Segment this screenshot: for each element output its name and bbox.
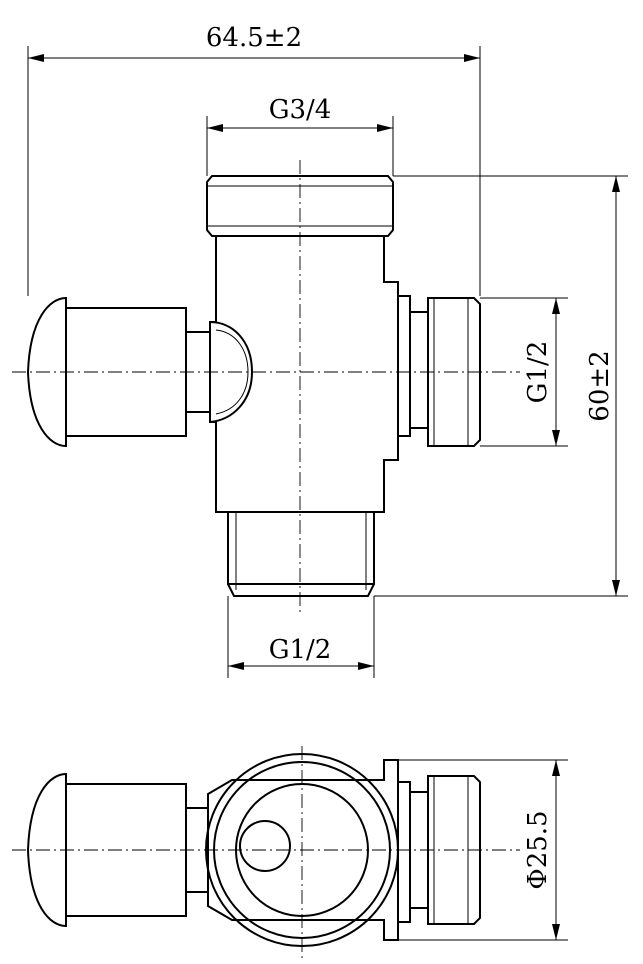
front-view <box>12 160 520 612</box>
bottom-thread-label: G1/2 <box>269 635 332 665</box>
dimension-top-thread: G3/4 <box>206 95 394 176</box>
bottom-outlet <box>227 511 375 597</box>
dimension-side-thread: G1/2 <box>480 297 568 447</box>
dimension-height: 60±2 <box>374 175 628 597</box>
top-thread-label: G3/4 <box>269 95 332 125</box>
bottom-view-hole <box>239 820 291 872</box>
height-label: 60±2 <box>585 350 615 421</box>
diameter-label: Φ25.5 <box>523 810 553 889</box>
side-thread-label: G1/2 <box>523 341 553 404</box>
overall-width-label: 64.5±2 <box>206 23 302 53</box>
dimension-bottom-thread: G1/2 <box>227 596 375 678</box>
dimension-overall-width: 64.5±2 <box>27 23 481 296</box>
valve-body <box>209 236 399 513</box>
dimension-diameter: Φ25.5 <box>398 759 568 941</box>
bottom-view <box>12 746 520 960</box>
side-outlet <box>397 295 481 447</box>
